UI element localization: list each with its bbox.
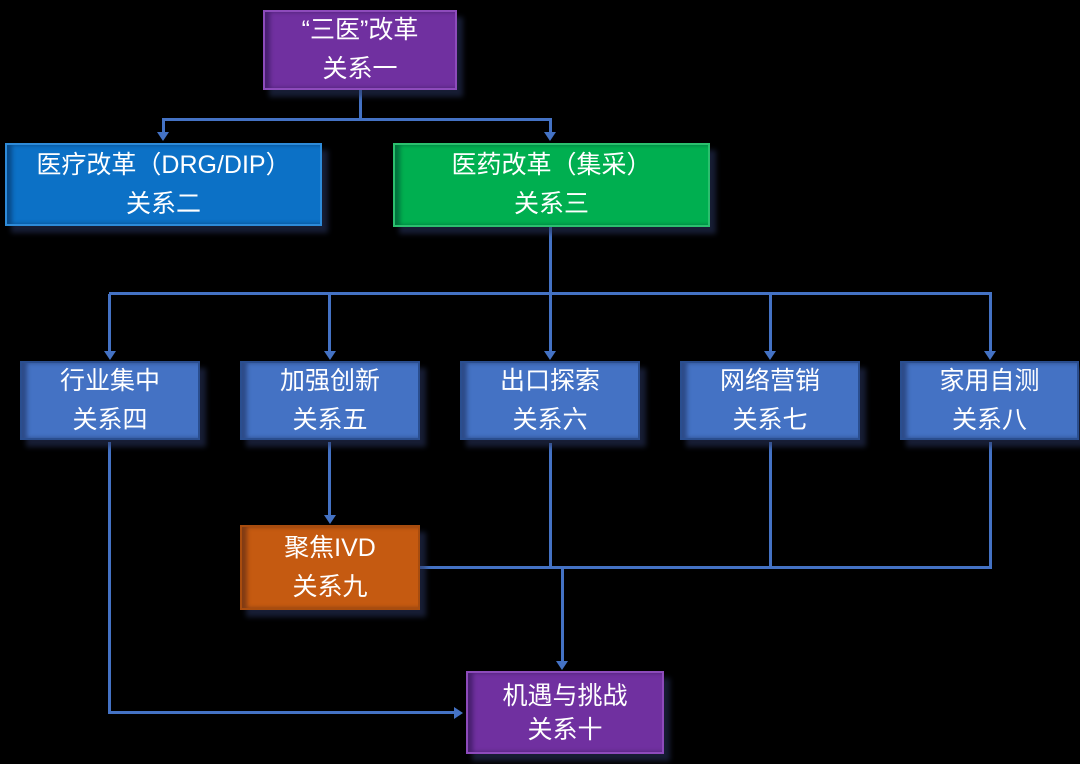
connector-drop-hangye [108,294,111,352]
node-export-exploration: 出口探索 关系六 [460,361,640,440]
connector-hangye-down [108,442,111,714]
arrowhead-into-jiayong [984,351,996,360]
node-strengthen-innovation: 加强创新 关系五 [240,361,420,440]
connector-root-stem [359,89,362,120]
arrowhead-into-yiliao [157,132,169,141]
node-title: 行业集中 [59,366,160,395]
connector-drop-chukou [549,294,552,352]
arrowhead-into-yiyao [544,132,556,141]
connector-root-bus [162,118,552,121]
node-title: 医疗改革（DRG/DIP） [36,150,291,179]
node-title: “三医”改革 [301,16,419,44]
arrowhead-into-jiaqiang [324,351,336,360]
node-subtitle: 关系十 [527,715,603,744]
node-title: 出口探索 [499,366,600,395]
node-title: 机遇与挑战 [502,681,628,710]
node-industry-concentration: 行业集中 关系四 [20,361,200,440]
node-sanyi-reform: “三医”改革 关系一 [263,10,457,90]
connector-drop-yiliao [162,118,165,134]
arrowhead-into-wangluo [764,351,776,360]
node-online-marketing: 网络营销 关系七 [680,361,860,440]
node-home-self-testing: 家用自测 关系八 [900,361,1079,440]
connector-green-stem [549,227,552,294]
connector-chukou-down [549,443,552,569]
arrowhead-into-jiyu-top [556,661,568,670]
node-pharma-reform-procurement: 医药改革（集采） 关系三 [393,143,710,227]
node-subtitle: 关系七 [732,405,808,434]
connector-drop-yiyao [549,118,552,134]
connector-jiaqiang-to-jujiao [328,442,331,516]
node-medical-reform-drg-dip: 医疗改革（DRG/DIP） 关系二 [5,143,322,226]
connector-jiayong-down [989,442,992,569]
connector-drop-jiaqiang [328,294,331,352]
arrowhead-into-chukou [544,351,556,360]
connector-merge-to-jiyu [561,568,564,662]
node-subtitle: 关系五 [292,405,368,434]
node-title: 家用自测 [939,366,1040,395]
connector-drop-jiayong [989,294,992,352]
node-subtitle: 关系六 [512,405,588,434]
connector-level3-bus [109,292,992,295]
arrowhead-into-jiyu-left [454,707,463,719]
node-opportunities-challenges: 机遇与挑战 关系十 [466,671,664,754]
node-title: 加强创新 [279,366,380,395]
arrowhead-into-jujiao [324,515,336,524]
connector-wangluo-down [769,442,772,569]
arrowhead-into-hangye [104,351,116,360]
node-subtitle: 关系八 [951,405,1027,434]
node-subtitle: 关系一 [322,55,398,83]
node-title: 网络营销 [719,366,820,395]
node-subtitle: 关系二 [125,189,201,218]
node-subtitle: 关系四 [72,405,148,434]
connector-hangye-across [108,711,455,714]
node-subtitle: 关系九 [292,572,368,601]
connector-merge-bus [420,566,991,569]
node-focus-ivd: 聚焦IVD 关系九 [240,525,420,610]
node-title: 医药改革（集采） [451,151,652,179]
node-subtitle: 关系三 [513,190,589,218]
node-title: 聚焦IVD [284,533,376,562]
connector-drop-wangluo [769,294,772,352]
